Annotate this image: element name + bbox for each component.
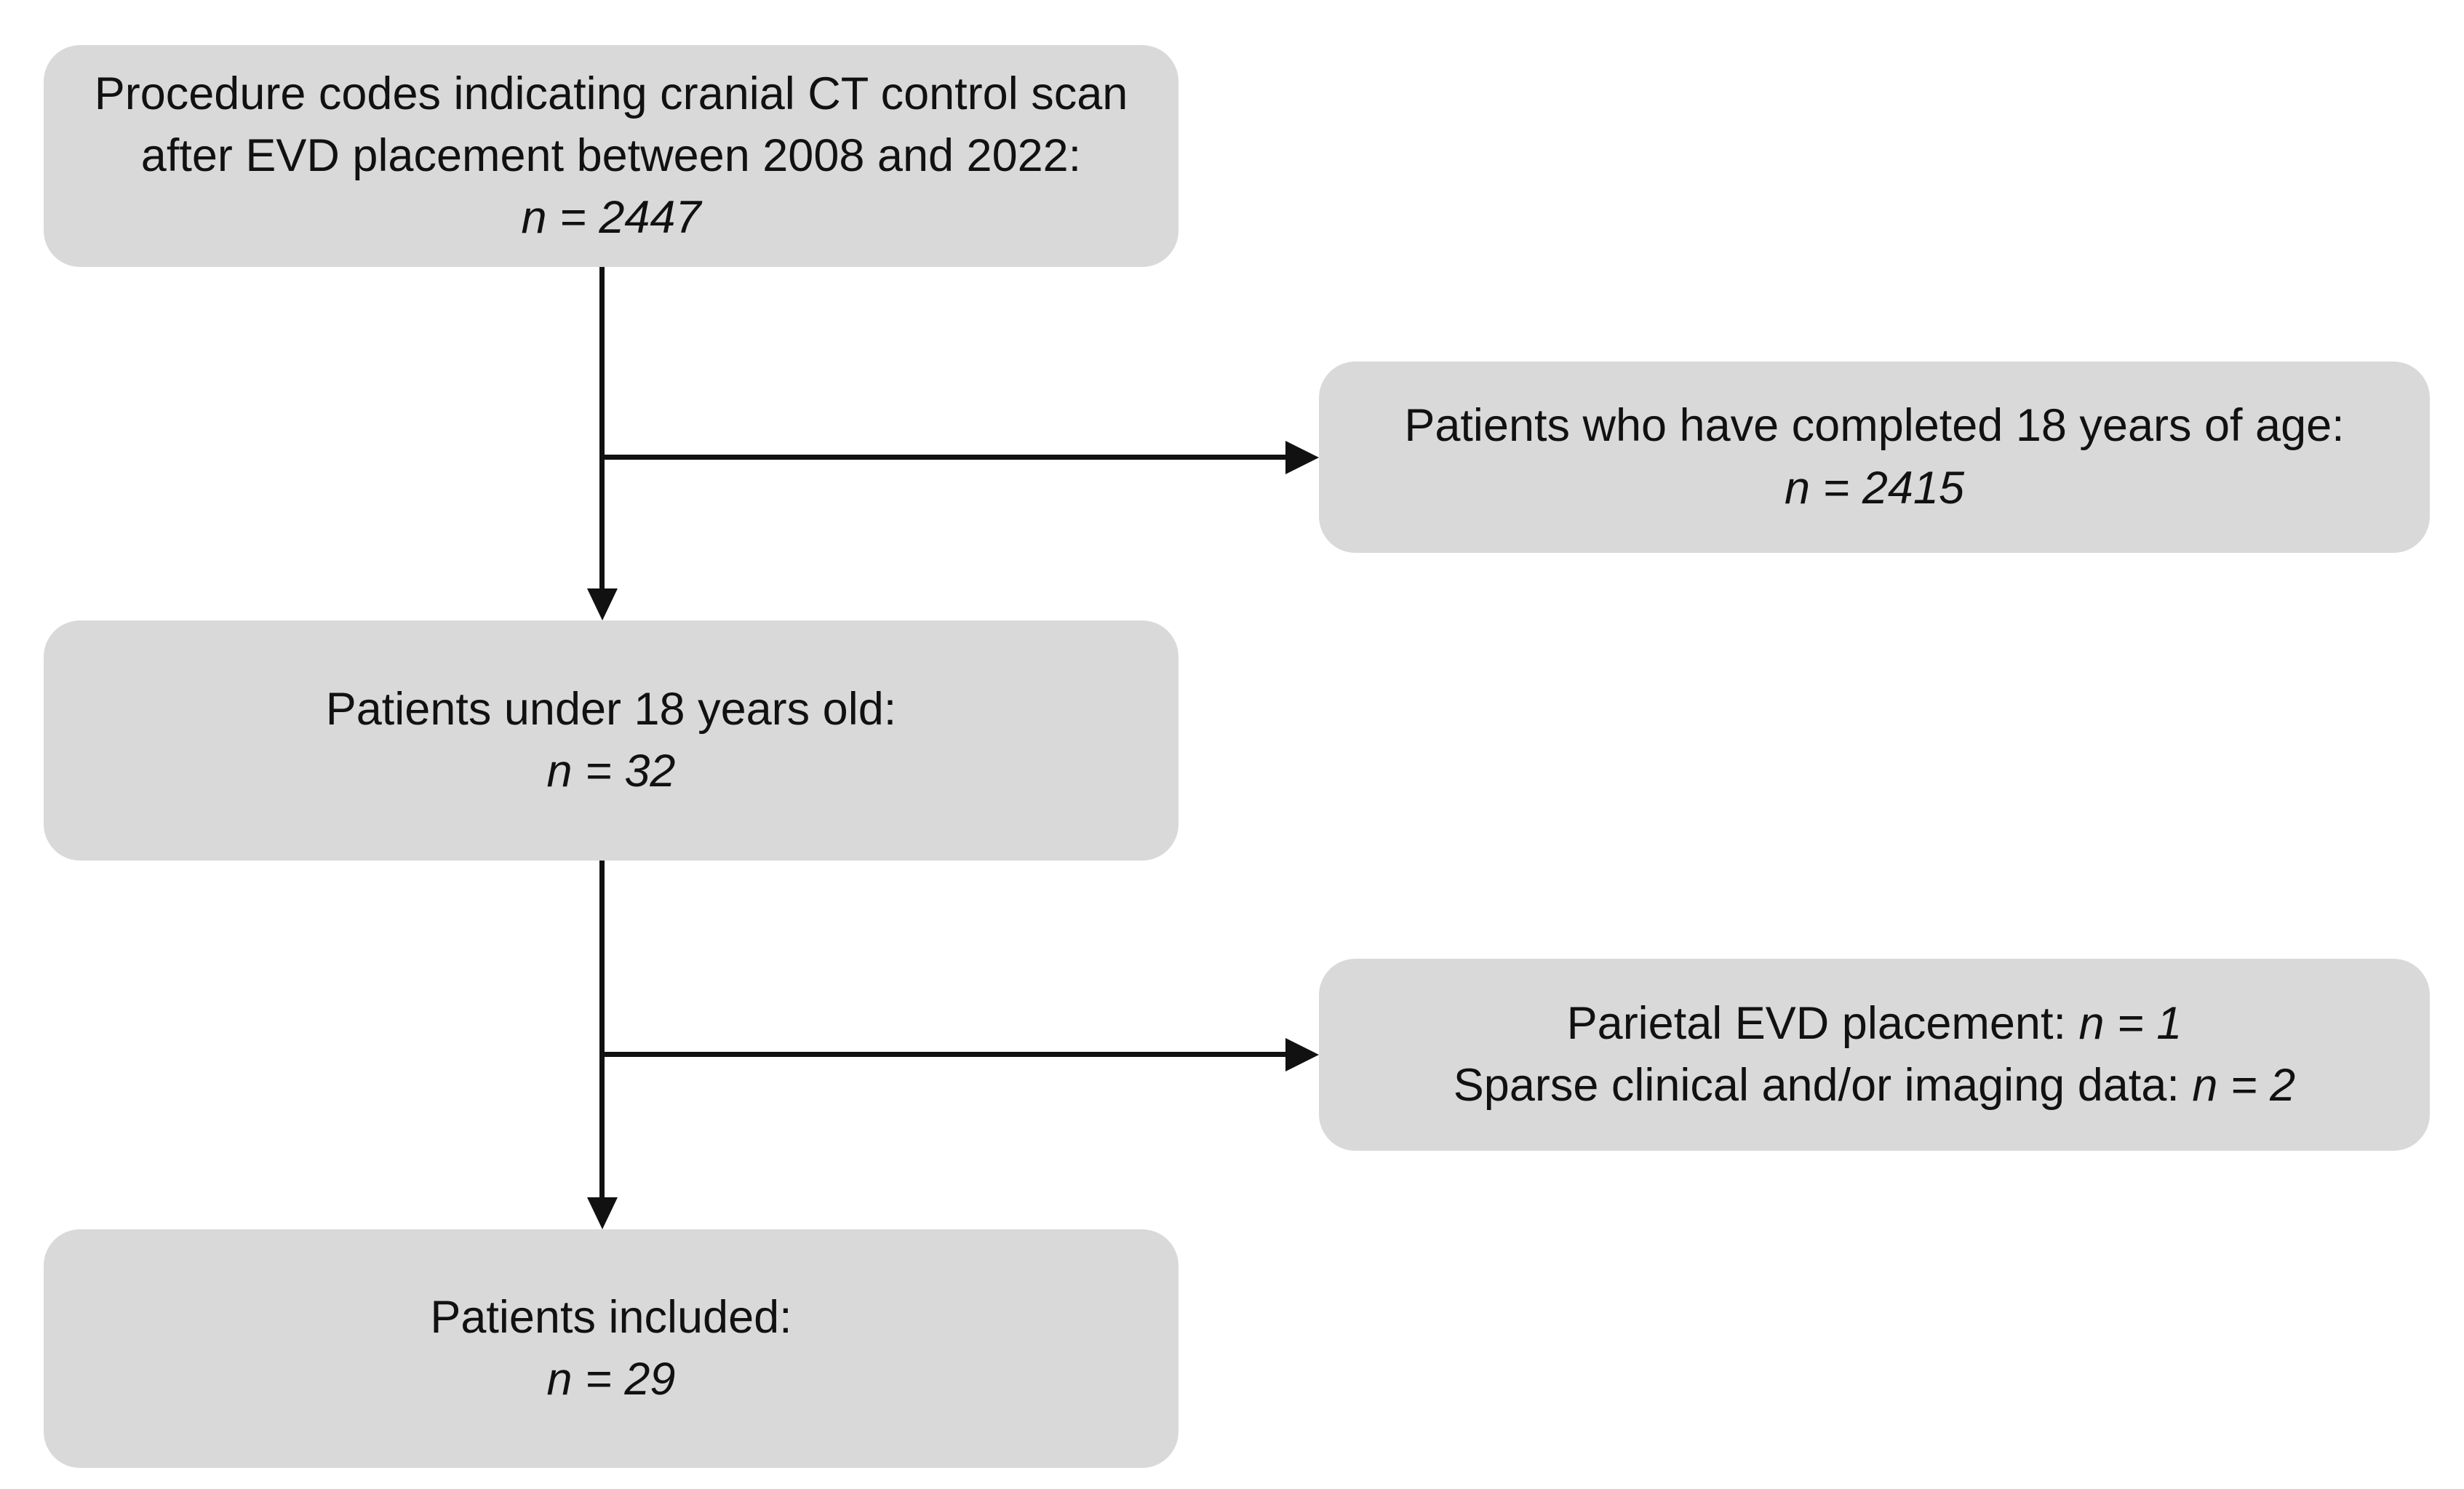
- arrowhead-right-icon: [1285, 1038, 1319, 1071]
- connector-branch-to-adults-excluded: [602, 455, 1286, 460]
- box-adults-excluded-line1: Patients who have completed 18 years of …: [1404, 400, 2345, 452]
- box-procedure-codes: Procedure codes indicating cranial CT co…: [44, 45, 1179, 267]
- box-other-exclusions-line2: Sparse clinical and/or imaging data: n =…: [1331, 1055, 2418, 1117]
- box-adults-excluded: Patients who have completed 18 years of …: [1319, 362, 2430, 553]
- box-included: Patients included: n = 29: [44, 1229, 1179, 1468]
- box-included-line1: Patients included:: [430, 1291, 792, 1343]
- connector-under18-to-included: [599, 861, 605, 1197]
- connector-procedure-to-under18: [599, 267, 605, 591]
- box-other-exclusions-line1: Parietal EVD placement: n = 1: [1331, 993, 2418, 1055]
- box-other-exclusions-line1-label: Parietal EVD placement:: [1566, 997, 2079, 1049]
- box-other-exclusions: Parietal EVD placement: n = 1 Sparse cli…: [1319, 959, 2430, 1151]
- box-procedure-codes-line2: after EVD placement between 2008 and 202…: [140, 129, 1082, 181]
- box-under-18: Patients under 18 years old: n = 32: [44, 620, 1179, 861]
- connector-branch-to-other-exclusions: [602, 1052, 1286, 1057]
- box-other-exclusions-line2-label: Sparse clinical and/or imaging data:: [1453, 1060, 2193, 1111]
- box-procedure-codes-n-value: n = 2447: [521, 192, 701, 244]
- box-under-18-line1: Patients under 18 years old:: [325, 683, 897, 735]
- box-procedure-codes-line1: Procedure codes indicating cranial CT co…: [94, 68, 1128, 119]
- box-included-n-value: n = 29: [546, 1354, 676, 1405]
- box-other-exclusions-line2-n-value: n = 2: [2192, 1060, 2296, 1111]
- arrowhead-right-icon: [1285, 441, 1319, 474]
- arrowhead-down-icon: [587, 1197, 618, 1229]
- arrowhead-down-icon: [587, 588, 618, 620]
- box-under-18-n-value: n = 32: [546, 746, 676, 797]
- box-other-exclusions-line1-n-value: n = 1: [2078, 997, 2182, 1049]
- box-adults-excluded-n-value: n = 2415: [1785, 462, 1964, 514]
